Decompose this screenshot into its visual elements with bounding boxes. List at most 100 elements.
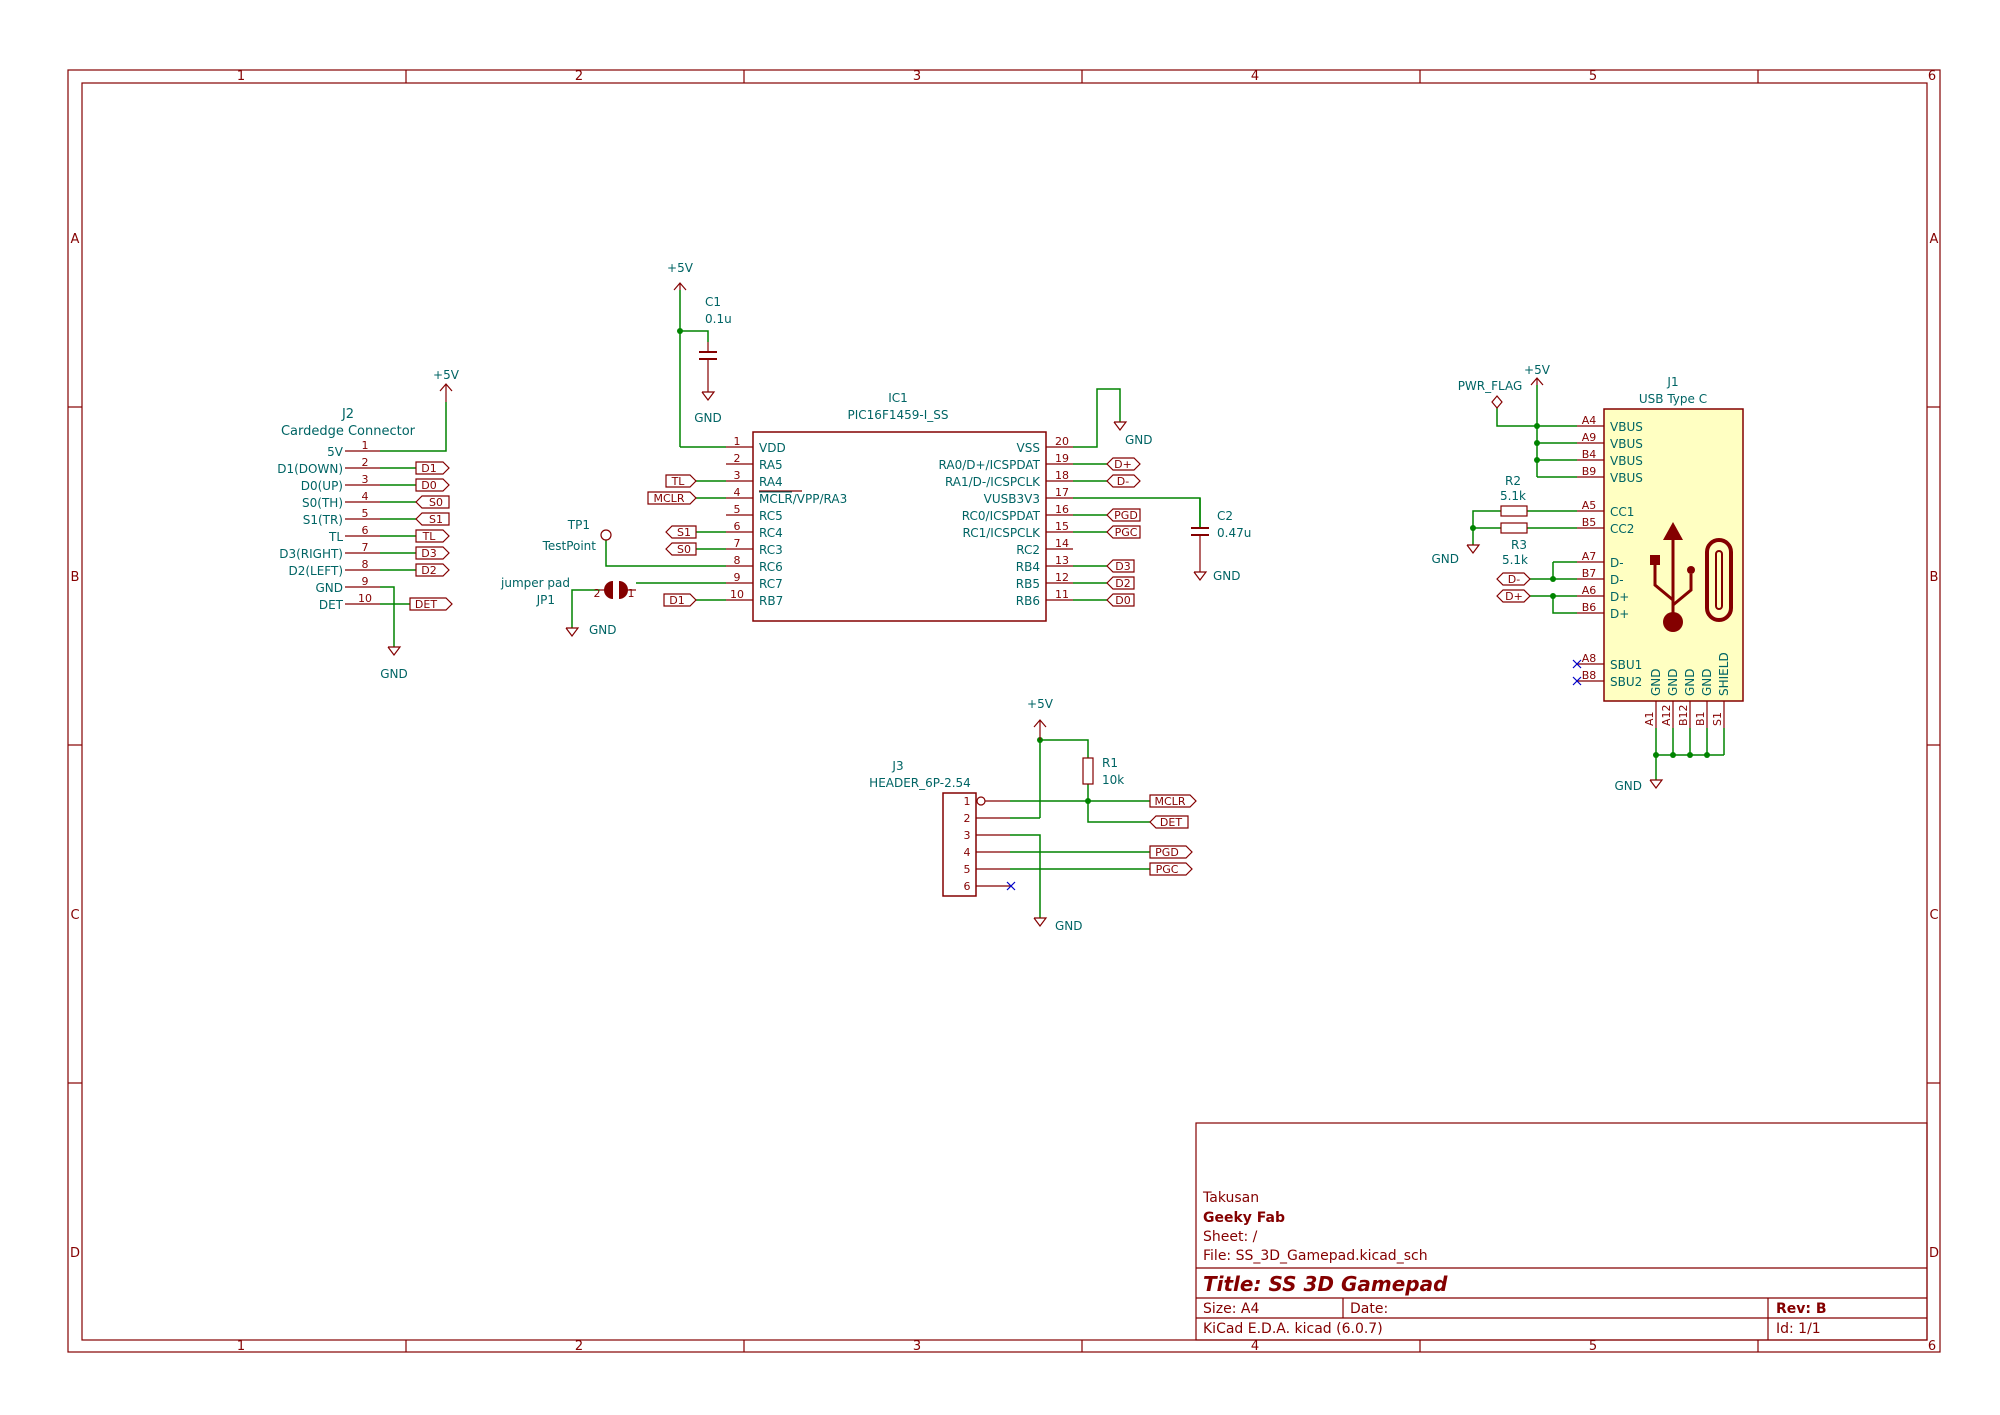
net-label-d0-j2: D0: [421, 479, 436, 492]
ic1-pin-num-14: 14: [1055, 537, 1069, 550]
j3-pin-num-3: 3: [964, 829, 971, 842]
j1-pin-num-a6: A6: [1582, 584, 1597, 597]
r1-resistor[interactable]: R1 10k: [1082, 756, 1124, 787]
j2-pin-num-6: 6: [362, 524, 369, 537]
title-block-company: Takusan: [1202, 1190, 1259, 1206]
net-label-mclr-j3: MCLR: [1155, 795, 1186, 808]
j1-pin-name-s1: SHIELD: [1717, 652, 1731, 696]
c1-capacitor[interactable]: C1 0.1u: [677, 290, 732, 448]
j2-pin-name-3: D0(UP): [301, 479, 343, 493]
row-label-d-left: D: [70, 1246, 80, 1261]
ic1-pin-num-16: 16: [1055, 503, 1069, 516]
ic1-pin-num-4: 4: [734, 486, 741, 499]
j1-pin-name-a4: VBUS: [1610, 420, 1643, 434]
j1-usb-type-c[interactable]: J1 USB Type C VBUS: [1572, 375, 1744, 728]
ic1-microcontroller[interactable]: IC1 PIC16F1459-I_SS VDD RA5 RA4 MCLR/VPP…: [726, 391, 1073, 622]
net-label-d0-ic1: D0: [1115, 594, 1130, 607]
gnd-c1: GND: [694, 391, 722, 425]
title-block-date: Date:: [1350, 1301, 1388, 1317]
j1-net-labels: [1496, 572, 1531, 603]
net-label-dminus-j1: D-: [1508, 573, 1520, 586]
power-5v-j3-label: +5V: [1027, 697, 1054, 711]
j1-pin-num-b1: B1: [1694, 711, 1707, 726]
j3-header[interactable]: J3 HEADER_6P-2.54 1 2 3 4 5 6: [869, 737, 1150, 918]
net-label-dminus-ic1: D-: [1117, 475, 1129, 488]
net-label-s1-ic1: S1: [677, 526, 691, 539]
gnd-c2: GND: [1193, 569, 1241, 583]
row-label-b-right: B: [1930, 570, 1939, 585]
ic1-pin-name-5: RC5: [759, 509, 783, 523]
net-label-pgd-j3: PGD: [1155, 846, 1179, 859]
power-5v-c1: +5V: [667, 261, 694, 291]
j1-pin-num-a5: A5: [1582, 499, 1597, 512]
ic1-pin-num-19: 19: [1055, 452, 1069, 465]
ic1-pin-name-2: RA5: [759, 458, 783, 472]
row-label-a-right: A: [1930, 232, 1939, 247]
ic1-pin-num-17: 17: [1055, 486, 1069, 499]
j2-ref: J2: [341, 407, 354, 422]
j1-pin-num-s1: S1: [1711, 712, 1724, 726]
net-label-s1-j2: S1: [429, 513, 443, 526]
r3-resistor[interactable]: R3 5.1k: [1500, 522, 1528, 567]
j2-pin-name-10: DET: [319, 598, 344, 612]
r2-resistor[interactable]: R2 5.1k: [1500, 474, 1528, 517]
j1-pin-num-b5: B5: [1582, 516, 1597, 529]
j2-pin-num-5: 5: [362, 507, 369, 520]
jp1-jumper-pad[interactable]: jumper pad JP1 2 1: [500, 576, 636, 628]
c2-capacitor[interactable]: C2 0.47u: [1191, 498, 1251, 572]
j1-pin-name-b6: D+: [1610, 607, 1629, 621]
col-label-2-bottom: 2: [575, 1339, 583, 1354]
ic1-pin-name-8: RC6: [759, 560, 783, 574]
j1-sbu-no-connect-icons: [1572, 659, 1582, 686]
c1-ref: C1: [705, 295, 721, 309]
ic1-pin-num-15: 15: [1055, 520, 1069, 533]
r1-ref: R1: [1102, 756, 1118, 770]
j1-value: USB Type C: [1639, 392, 1707, 406]
gnd-ic1-vss-label: GND: [1125, 433, 1153, 447]
net-label-tl-ic1: TL: [671, 475, 686, 488]
j2-cardedge-connector[interactable]: J2 Cardedge Connector 5V D1(DOWN) D0(UP)…: [277, 402, 447, 647]
power-5v-j1: +5V: [1524, 363, 1551, 386]
ic1-pin-name-17: VUSB3V3: [984, 492, 1040, 506]
net-label-pgc-j3: PGC: [1156, 863, 1179, 876]
ic1-pin-name-9: RC7: [759, 577, 783, 591]
ic1-pin-name-1: VDD: [759, 441, 786, 455]
net-label-dplus-j1: D+: [1505, 590, 1523, 603]
col-label-1-bottom: 1: [237, 1339, 245, 1354]
ic1-pin-name-7: RC3: [759, 543, 783, 557]
gnd-j3: GND: [1033, 917, 1083, 933]
j1-pin-num-a1: A1: [1643, 711, 1656, 726]
power-5v-c1-label: +5V: [667, 261, 694, 275]
j1-pin-name-a12: GND: [1666, 668, 1680, 696]
ic1-pin-name-11: RB6: [1016, 594, 1040, 608]
col-label-2-top: 2: [575, 69, 583, 84]
net-label-mclr-ic1: MCLR: [654, 492, 685, 505]
j1-pin-name-a9: VBUS: [1610, 437, 1643, 451]
j1-pin-name-b5: CC2: [1610, 522, 1634, 536]
ic1-pin-num-11: 11: [1055, 588, 1069, 601]
row-label-c-left: C: [70, 908, 79, 923]
usb-c-receptacle-icon: [1705, 538, 1733, 622]
j2-pin-name-9: GND: [315, 581, 343, 595]
title-block-id: Id: 1/1: [1776, 1321, 1821, 1337]
j2-pin-name-5: S1(TR): [303, 513, 343, 527]
row-label-a-left: A: [71, 232, 80, 247]
gnd-jp1: GND: [565, 623, 617, 637]
ic1-pin-num-5: 5: [734, 503, 741, 516]
j1-pin-num-a8: A8: [1582, 652, 1597, 665]
net-label-tl-j2: TL: [422, 530, 437, 543]
j3-pin6-no-connect-icon: [1006, 881, 1016, 891]
c1-value: 0.1u: [705, 312, 732, 326]
jp1-pin2-num: 2: [594, 587, 601, 600]
gnd-j1: GND: [1614, 779, 1664, 793]
j1-ref: J1: [1666, 375, 1678, 389]
col-label-6-top: 6: [1928, 69, 1936, 84]
col-label-3-top: 3: [913, 69, 921, 84]
jp1-pin1-num: 1: [628, 587, 635, 600]
gnd-r2-r3-label: GND: [1431, 552, 1459, 566]
tp1-test-point[interactable]: TP1 TestPoint: [542, 518, 612, 553]
frame-labels: 1 2 3 4 5 6 1 2 3 4 5 6 A B C D A B C D: [70, 69, 1939, 1354]
title-block-size: Size: A4: [1203, 1301, 1259, 1317]
ic1-pin-num-1: 1: [734, 435, 741, 448]
title-block-brand: Geeky Fab: [1203, 1210, 1285, 1226]
